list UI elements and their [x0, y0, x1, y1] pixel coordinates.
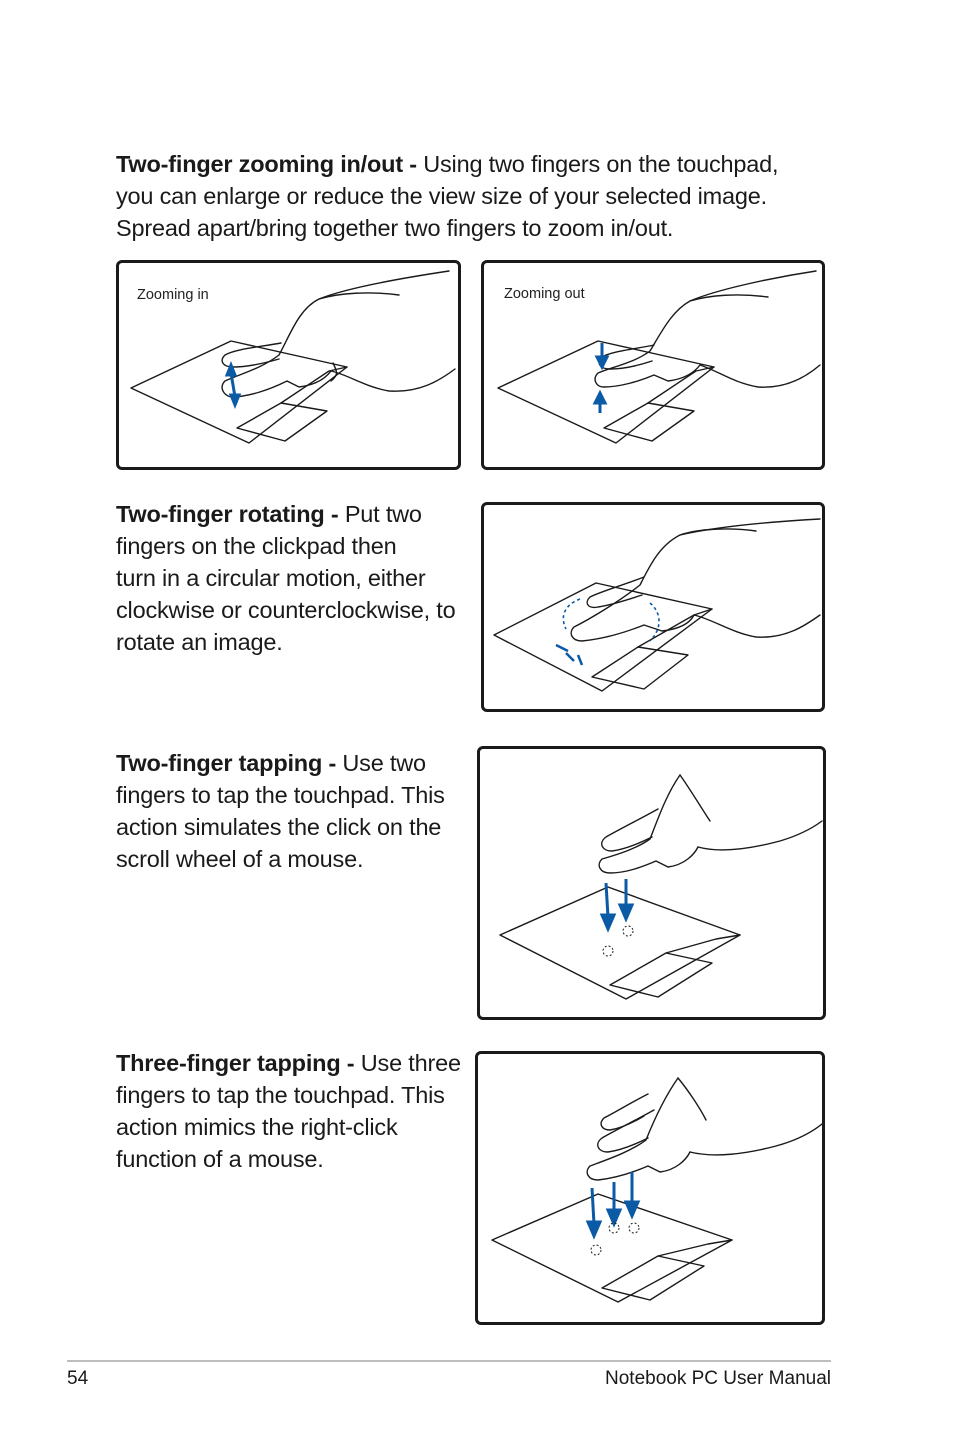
rotate-text-line-2: fingers on the clickpad then	[116, 533, 397, 559]
zoom-description: Two-finger zooming in/out - Using two fi…	[116, 148, 836, 244]
three-finger-tap-line-4: function of a mouse.	[116, 1146, 324, 1172]
two-finger-tap-line-2: fingers to tap the touchpad. This	[116, 782, 445, 808]
rotate-text-line-3: turn in a circular motion, either	[116, 565, 426, 591]
zoom-in-illustration: Zooming in	[116, 260, 461, 470]
rotate-text-line-4: clockwise or counterclockwise, to	[116, 597, 456, 623]
two-finger-tap-line-3: action simulates the click on the	[116, 814, 442, 840]
three-finger-tap-description: Three-finger tapping - Use three fingers…	[116, 1047, 476, 1175]
zoom-in-caption: Zooming in	[137, 287, 209, 303]
three-finger-tap-heading: Three-finger tapping -	[116, 1050, 361, 1076]
zoom-text-line-1: Using two fingers on the touchpad,	[423, 151, 779, 177]
two-finger-tap-line-4: scroll wheel of a mouse.	[116, 846, 364, 872]
zoom-out-illustration: Zooming out	[481, 260, 825, 470]
footer-divider	[67, 1360, 831, 1362]
manual-title: Notebook PC User Manual	[605, 1368, 831, 1389]
zoom-out-drawing	[497, 270, 821, 444]
zoom-in-drawing	[130, 270, 456, 444]
zoom-text-line-2: you can enlarge or reduce the view size …	[116, 183, 767, 209]
three-finger-tap-line-3: action mimics the right-click	[116, 1114, 398, 1140]
rotate-illustration	[481, 502, 825, 712]
zoom-out-caption: Zooming out	[504, 286, 585, 302]
zoom-heading: Two-finger zooming in/out -	[116, 151, 424, 177]
three-finger-tap-drawing	[491, 1077, 822, 1303]
two-finger-tap-description: Two-finger tapping - Use two fingers to …	[116, 747, 476, 875]
three-finger-tap-line-1: Use three	[360, 1050, 461, 1076]
rotate-text-line-1: Put two	[344, 501, 422, 527]
rotate-drawing	[493, 518, 821, 692]
zoom-text-line-3: Spread apart/bring together two fingers …	[116, 215, 674, 241]
two-finger-tap-drawing	[499, 774, 823, 1000]
three-finger-tap-illustration	[475, 1051, 825, 1325]
rotate-heading: Two-finger rotating -	[116, 501, 345, 527]
three-finger-tap-line-2: fingers to tap the touchpad. This	[116, 1082, 445, 1108]
rotate-text-line-5: rotate an image.	[116, 629, 283, 655]
rotate-description: Two-finger rotating - Put two fingers on…	[116, 498, 476, 658]
two-finger-tap-illustration	[477, 746, 826, 1020]
two-finger-tap-line-1: Use two	[342, 750, 426, 776]
two-finger-tap-heading: Two-finger tapping -	[116, 750, 343, 776]
page-number: 54	[67, 1368, 89, 1389]
